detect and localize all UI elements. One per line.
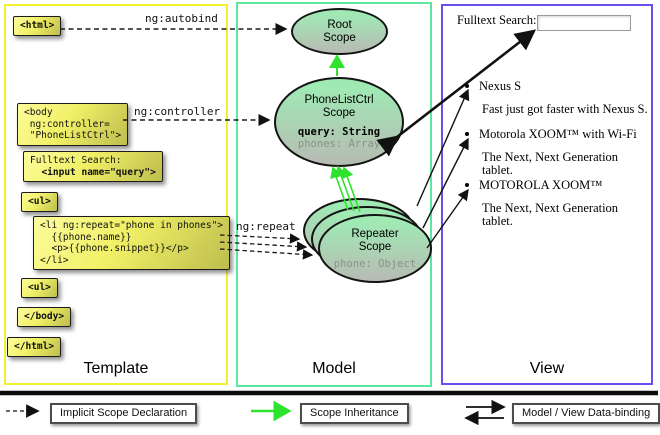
fulltext-label-code: Fulltext Search: <box>30 155 122 166</box>
repeater-scope-title: Repeater Scope <box>351 227 399 253</box>
input-tag-code: <input name="query"> <box>30 166 156 178</box>
html-close-tag-box: </html> <box>7 337 62 357</box>
view-item-nexus: Nexus S Fast just got faster with Nexus … <box>465 80 650 116</box>
view-item-xoom-wifi: Motorola XOOM™ with Wi-Fi The Next, Next… <box>465 128 650 177</box>
li-repeat-code-box: <li ng:repeat="phone in phones"> {{phone… <box>33 216 231 270</box>
ng-repeat-label: ng:repeat <box>236 220 296 233</box>
phone-property: phone: Object <box>333 257 417 270</box>
legend-scope-inheritance: Scope Inheritance <box>300 403 409 424</box>
html-open-tag-box: <html> <box>13 16 62 36</box>
ng-autobind-label: ng:autobind <box>145 12 218 25</box>
query-property: query: String <box>297 126 381 138</box>
body-open-tag-box: <body ng:controller= "PhoneListCtrl"> <box>17 103 129 146</box>
view-column-label: View <box>529 360 565 377</box>
root-scope-ellipse: Root Scope <box>291 8 388 55</box>
model-column-label: Model <box>312 360 356 377</box>
search-input[interactable] <box>537 15 631 31</box>
bullet-icon <box>465 84 469 88</box>
bullet-icon <box>465 183 469 187</box>
phonelistctrl-scope-title: PhoneListCtrl Scope <box>304 94 374 119</box>
item-name: Nexus S <box>479 79 522 93</box>
model-panel <box>236 2 432 387</box>
legend-model-view-data-binding: Model / View Data-binding <box>512 403 660 424</box>
fulltext-input-code-box: Fulltext Search: <input name="query"> <box>23 151 163 182</box>
item-name: Motorola XOOM™ with Wi-Fi <box>479 127 637 141</box>
view-search-label: Fulltext Search: <box>457 13 537 27</box>
view-item-xoom: MOTOROLA XOOM™ The Next, Next Generation… <box>465 179 650 228</box>
item-name: MOTOROLA XOOM™ <box>479 178 603 192</box>
legend-implicit-scope-declaration: Implicit Scope Declaration <box>50 403 198 424</box>
item-snippet: Fast just got faster with Nexus S. <box>482 102 648 116</box>
template-column-label: Template <box>83 360 149 377</box>
repeater-scope-ellipse-front: Repeater Scope phone: Object <box>318 214 432 283</box>
root-scope-title: Root Scope <box>323 18 356 44</box>
item-snippet: The Next, Next Generation tablet. <box>482 150 619 177</box>
ul-open-tag-box: <ul> <box>21 192 58 212</box>
body-close-tag-box: </body> <box>17 307 72 327</box>
phonelistctrl-scope-ellipse: PhoneListCtrl Scope query: String phones… <box>274 77 404 167</box>
ng-controller-label: ng:controller <box>134 105 221 118</box>
phones-property: phones: Array <box>297 138 381 150</box>
ul-close-tag-box: <ul> <box>21 278 58 298</box>
bullet-icon <box>465 132 469 136</box>
item-snippet: The Next, Next Generation tablet. <box>482 201 619 228</box>
